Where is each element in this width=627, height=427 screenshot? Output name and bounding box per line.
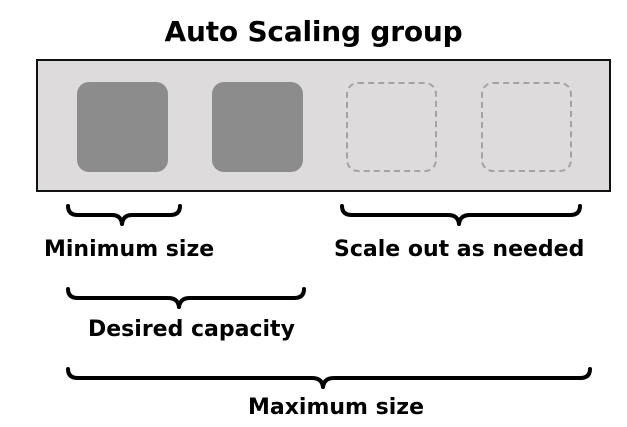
diagram-title: Auto Scaling group (164, 15, 463, 48)
desired-capacity-brace (66, 287, 306, 309)
running-instance-1 (77, 82, 168, 172)
scale-out-label: Scale out as needed (334, 237, 585, 262)
desired-capacity-label: Desired capacity (88, 317, 295, 342)
potential-instance-3 (346, 82, 437, 172)
minimum-size-brace (66, 204, 182, 226)
minimum-size-label: Minimum size (44, 237, 215, 262)
running-instance-2 (212, 82, 303, 172)
maximum-size-label: Maximum size (248, 395, 424, 420)
scale-out-brace (340, 204, 582, 226)
potential-instance-4 (481, 82, 572, 172)
maximum-size-brace (66, 367, 592, 389)
